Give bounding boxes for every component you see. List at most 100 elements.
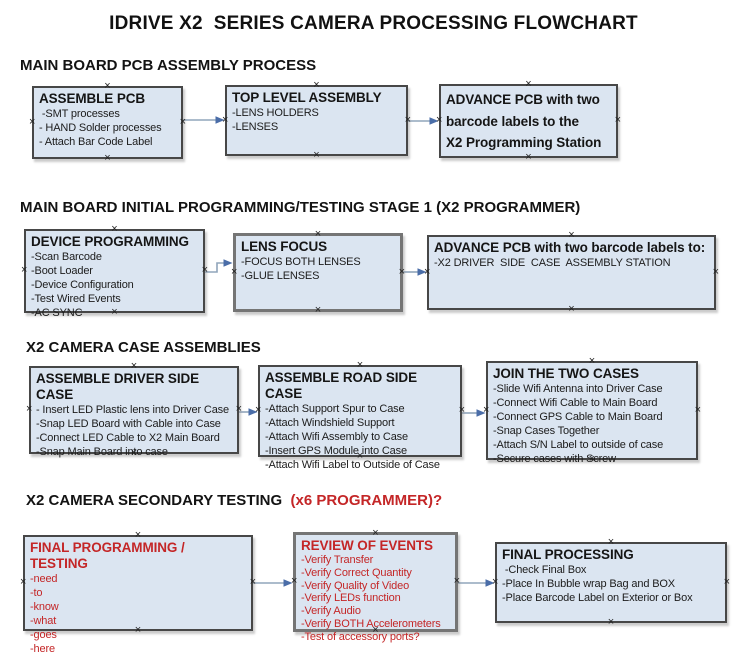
connection-handle-icon: ×	[356, 359, 364, 371]
box-item: -Scan Barcode	[31, 250, 102, 263]
box-item: -Test Wired Events	[31, 292, 121, 305]
section-heading-pcb-assembly: MAIN BOARD PCB ASSEMBLY PROCESS	[20, 57, 316, 74]
flow-box-top-level-assembly: TOP LEVEL ASSEMBLY-LENS HOLDERS-LENSES××…	[222, 80, 411, 161]
connection-handle-icon: ×	[607, 616, 615, 628]
connection-handle-icon: ×	[372, 624, 379, 636]
box-item: -Connect GPS Cable to Main Board	[493, 410, 663, 423]
box-item: -Verify Audio	[301, 605, 361, 618]
device-programming-title: DEVICE PROGRAMMING	[31, 234, 189, 249]
connection-handle-icon: ×	[235, 402, 242, 415]
flow-box-lens-focus: LENS FOCUS-FOCUS BOTH LENSES-GLUE LENSES…	[231, 229, 405, 316]
box-item: -Attach Wifi Assembly to Case	[265, 430, 408, 443]
section-heading-text: X2 CAMERA CASE ASSEMBLIES	[26, 339, 261, 356]
box-item: -what	[30, 614, 57, 627]
box-item: -Verify LEDs function	[301, 592, 401, 605]
connection-handle-icon: ×	[614, 113, 621, 126]
connection-handle-icon: ×	[525, 151, 532, 163]
box-item: -LENS HOLDERS	[232, 106, 319, 119]
box-item: -need	[30, 572, 58, 585]
connection-handle-icon: ×	[424, 265, 431, 278]
connection-handle-icon: ×	[356, 450, 364, 462]
box-item: -Verify Correct Quantity	[301, 566, 412, 579]
connection-handle-icon: ×	[588, 453, 596, 465]
connection-handle-icon: ×	[249, 575, 256, 588]
connection-handle-icon: ×	[134, 624, 142, 636]
box-item: -Verify Quality of Video	[301, 579, 410, 592]
connection-handle-icon: ×	[314, 304, 322, 316]
connection-handle-icon: ×	[483, 403, 490, 416]
box-item: -Snap Main Board into case	[36, 445, 168, 458]
connection-handle-icon: ×	[568, 229, 575, 241]
box-item: -here	[30, 642, 55, 655]
box-item: -Connect LED Cable to X2 Main Board	[36, 431, 220, 444]
box-item: - Attach Bar Code Label	[39, 135, 153, 148]
advance-pcb-driver-side-title: ADVANCE PCB with two barcode labels to:	[434, 240, 706, 255]
connection-handle-icon: ×	[492, 575, 499, 588]
section-heading-text: X2 CAMERA SECONDARY TESTING	[26, 492, 291, 509]
connection-handle-icon: ×	[436, 113, 443, 126]
box-item: -X2 DRIVER SIDE CASE ASSEMBLY STATION	[434, 256, 671, 269]
box-item: -Place Barcode Label on Exterior or Box	[502, 591, 693, 604]
connection-handle-icon: ×	[104, 80, 111, 92]
final-programming-testing-title: FINAL PROGRAMMING / TESTING	[30, 540, 185, 571]
advance-pcb-programming-station-title: ADVANCE PCB with two barcode labels to t…	[446, 92, 602, 151]
box-item: -Attach S/N Label to outside of case	[493, 438, 664, 451]
box-item: -Connect Wifi Cable to Main Board	[493, 396, 658, 409]
section-heading-initial-programming: MAIN BOARD INITIAL PROGRAMMING/TESTING S…	[20, 199, 580, 216]
connection-handle-icon: ×	[314, 228, 322, 240]
box-item: -Check Final Box	[502, 563, 587, 576]
connection-handle-icon: ×	[453, 574, 460, 587]
connection-handle-icon: ×	[588, 355, 596, 367]
flow-box-device-programming: DEVICE PROGRAMMING-Scan Barcode-Boot Loa…	[21, 224, 208, 319]
box-item: -Boot Loader	[31, 264, 93, 277]
connection-handle-icon: ×	[398, 265, 405, 278]
box-item: -GLUE LENSES	[241, 269, 320, 282]
box-item: - Insert LED Plastic lens into Driver Ca…	[36, 403, 229, 416]
join-the-two-cases-title: JOIN THE TWO CASES	[493, 366, 639, 381]
section-heading-text: MAIN BOARD PCB ASSEMBLY PROCESS	[20, 57, 317, 74]
connection-handle-icon: ×	[26, 402, 33, 415]
flow-box-review-of-events: REVIEW OF EVENTS-Verify Transfer-Verify …	[291, 528, 460, 643]
box-item: -Secure cases with Screw	[493, 452, 616, 465]
section-heading-text: MAIN BOARD INITIAL PROGRAMMING/TESTING S…	[20, 199, 581, 216]
top-level-assembly-title: TOP LEVEL ASSEMBLY	[232, 90, 382, 105]
flow-box-assemble-road-side-case: ASSEMBLE ROAD SIDE CASE-Attach Support S…	[255, 360, 465, 471]
page-title: IDRIVE X2 SERIES CAMERA PROCESSING FLOWC…	[109, 13, 638, 34]
connection-handle-icon: ×	[568, 303, 575, 315]
connection-handle-icon: ×	[111, 223, 118, 235]
assemble-driver-side-case-title: ASSEMBLE DRIVER SIDE CASE	[36, 371, 200, 402]
flow-box-advance-pcb-programming-station: ADVANCE PCB with two barcode labels to t…	[436, 79, 621, 163]
connection-handle-icon: ×	[723, 575, 730, 588]
box-item: -SMT processes	[39, 107, 120, 120]
connection-handle-icon: ×	[134, 529, 142, 541]
connection-handle-icon: ×	[21, 263, 28, 276]
box-item: -Attach Windshield Support	[265, 416, 395, 429]
connection-handle-icon: ×	[222, 113, 229, 126]
section-heading-case-assemblies: X2 CAMERA CASE ASSEMBLIES	[26, 339, 261, 356]
connection-handle-icon: ×	[607, 536, 615, 548]
flow-box-assemble-pcb: ASSEMBLE PCB -SMT processes- HAND Solder…	[29, 81, 186, 164]
connection-handle-icon: ×	[29, 115, 36, 128]
box-item: -Snap Cases Together	[493, 424, 600, 437]
box-item: -Test of accessory ports?	[301, 630, 420, 643]
flow-box-assemble-driver-side-case: ASSEMBLE DRIVER SIDE CASE- Insert LED Pl…	[26, 361, 242, 459]
box-item: -Verify BOTH Accelerometers	[301, 617, 441, 630]
connection-handle-icon: ×	[20, 575, 27, 588]
box-item: -Verify Transfer	[301, 553, 374, 566]
box-item: -Slide Wifi Antenna into Driver Case	[493, 382, 663, 395]
flow-box-final-programming-testing: FINAL PROGRAMMING / TESTING-need-to-know…	[20, 530, 256, 655]
connection-handle-icon: ×	[201, 263, 208, 276]
flow-box-advance-pcb-driver-side: ADVANCE PCB with two barcode labels to:-…	[424, 230, 719, 315]
section-heading-secondary-testing: X2 CAMERA SECONDARY TESTING (x6 PROGRAMM…	[26, 492, 442, 509]
connection-handle-icon: ×	[130, 447, 138, 459]
box-item: -Insert GPS Module into Case	[265, 444, 407, 457]
connection-handle-icon: ×	[313, 79, 320, 91]
box-item: -LENSES	[232, 120, 279, 133]
box-item: - HAND Solder processes	[39, 121, 162, 134]
box-item: -Attach Wifi Label to Outside of Case	[265, 458, 440, 471]
review-of-events-title: REVIEW OF EVENTS	[301, 538, 433, 553]
section-heading-red-text: (x6 PROGRAMMER)?	[290, 492, 443, 509]
flow-box-final-processing: FINAL PROCESSING -Check Final Box-Place …	[492, 537, 730, 628]
box-item: -Device Configuration	[31, 278, 134, 291]
